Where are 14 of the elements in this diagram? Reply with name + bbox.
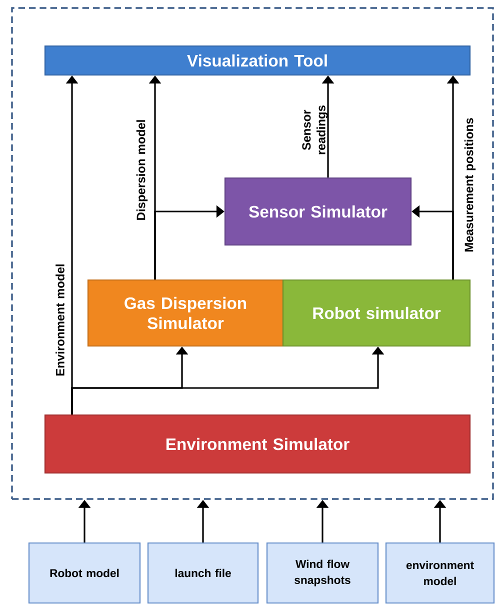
module-box: Sensor Simulator [224,177,412,246]
input-box: Robot model [28,542,141,604]
module-box: Gas Dispersion Simulator [87,279,284,347]
edge-label: Dispersion model [136,120,148,220]
input-box: environment model [385,542,495,604]
input-box: Wind flow snapshots [266,542,379,604]
module-box: Environment Simulator [44,414,471,474]
edge-label: Sensor readings [302,105,328,154]
input-box: launch file [147,542,259,604]
edge-label: Measurement positions [464,118,476,252]
edge-label: Environment model [56,264,64,376]
module-box: Robot simulator [282,279,471,347]
dashed-frame [11,7,494,500]
module-box: Visualization Tool [44,45,471,76]
